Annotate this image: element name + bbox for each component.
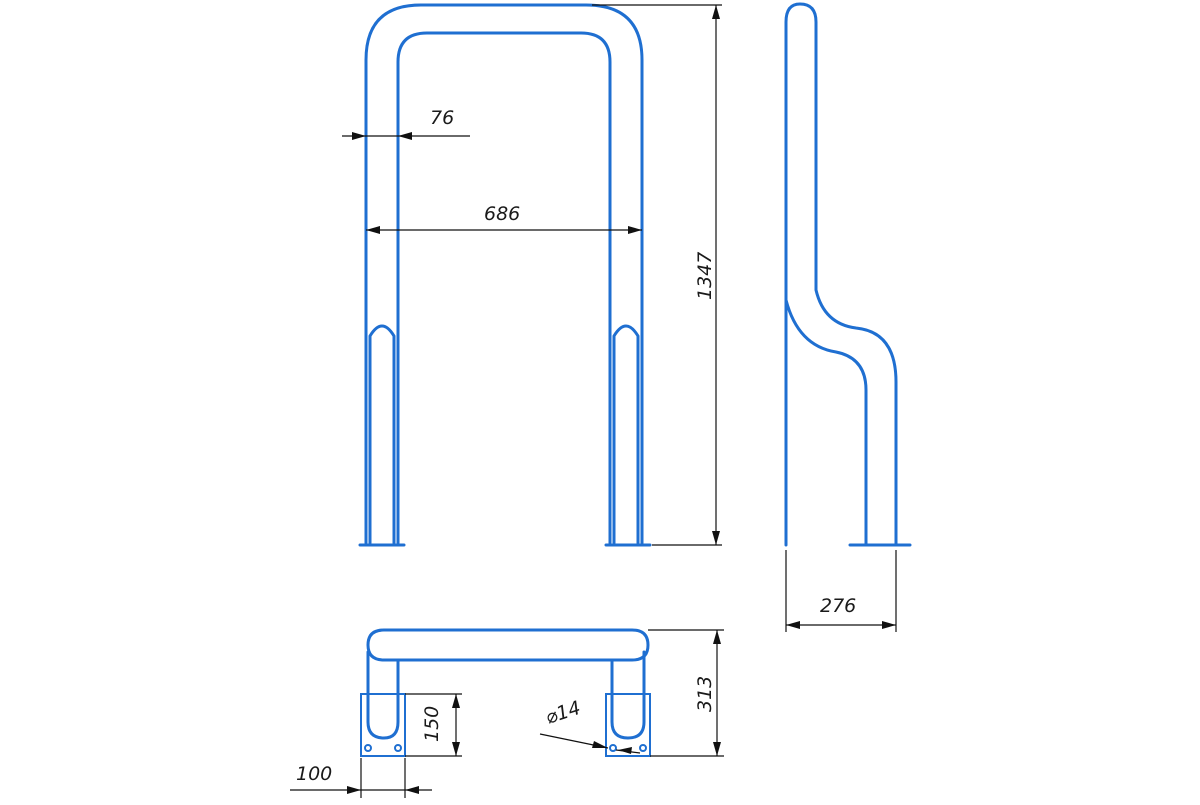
dim-depth-label: 276 [820, 595, 856, 617]
top-left-leg [366, 650, 400, 740]
dim-plate-width: 100 [290, 758, 432, 798]
top-crossbar [366, 628, 650, 662]
dim-plate-height: 150 [405, 693, 462, 757]
right-plate-hole-2 [639, 744, 647, 752]
dim-plate-width-label: 100 [296, 763, 332, 785]
left-mount-plate [360, 693, 406, 757]
side-profile-inner [784, 298, 868, 547]
top-view [360, 628, 651, 757]
dim-hole-diameter: ⌀14 [539, 697, 641, 754]
dim-height: 1347 [592, 4, 722, 546]
dim-height-label: 1347 [694, 252, 716, 300]
dim-plate-height-label: 150 [421, 706, 443, 742]
dim-tube-diameter: 76 [342, 107, 470, 140]
front-inner-profile [396, 31, 612, 545]
left-plate-hole-2 [394, 744, 402, 752]
dim-tube-diameter-label: 76 [430, 107, 454, 129]
left-plate-hole-1 [364, 744, 372, 752]
front-outer-profile [364, 3, 644, 545]
dim-base-depth: 313 [648, 629, 724, 757]
right-leg-highlight [612, 324, 640, 545]
right-plate-hole-1 [609, 744, 617, 752]
right-mount-plate [605, 693, 651, 757]
dim-base-depth-label: 313 [694, 676, 716, 712]
dim-inner-width: 686 [366, 203, 642, 234]
dim-inner-width-label: 686 [484, 203, 520, 225]
side-view [784, 2, 912, 547]
dim-hole-diameter-label: ⌀14 [543, 697, 584, 729]
top-right-leg [610, 650, 646, 740]
front-view [358, 3, 652, 547]
side-profile [784, 2, 898, 547]
dim-depth: 276 [785, 550, 897, 632]
left-leg-highlight [368, 324, 396, 545]
